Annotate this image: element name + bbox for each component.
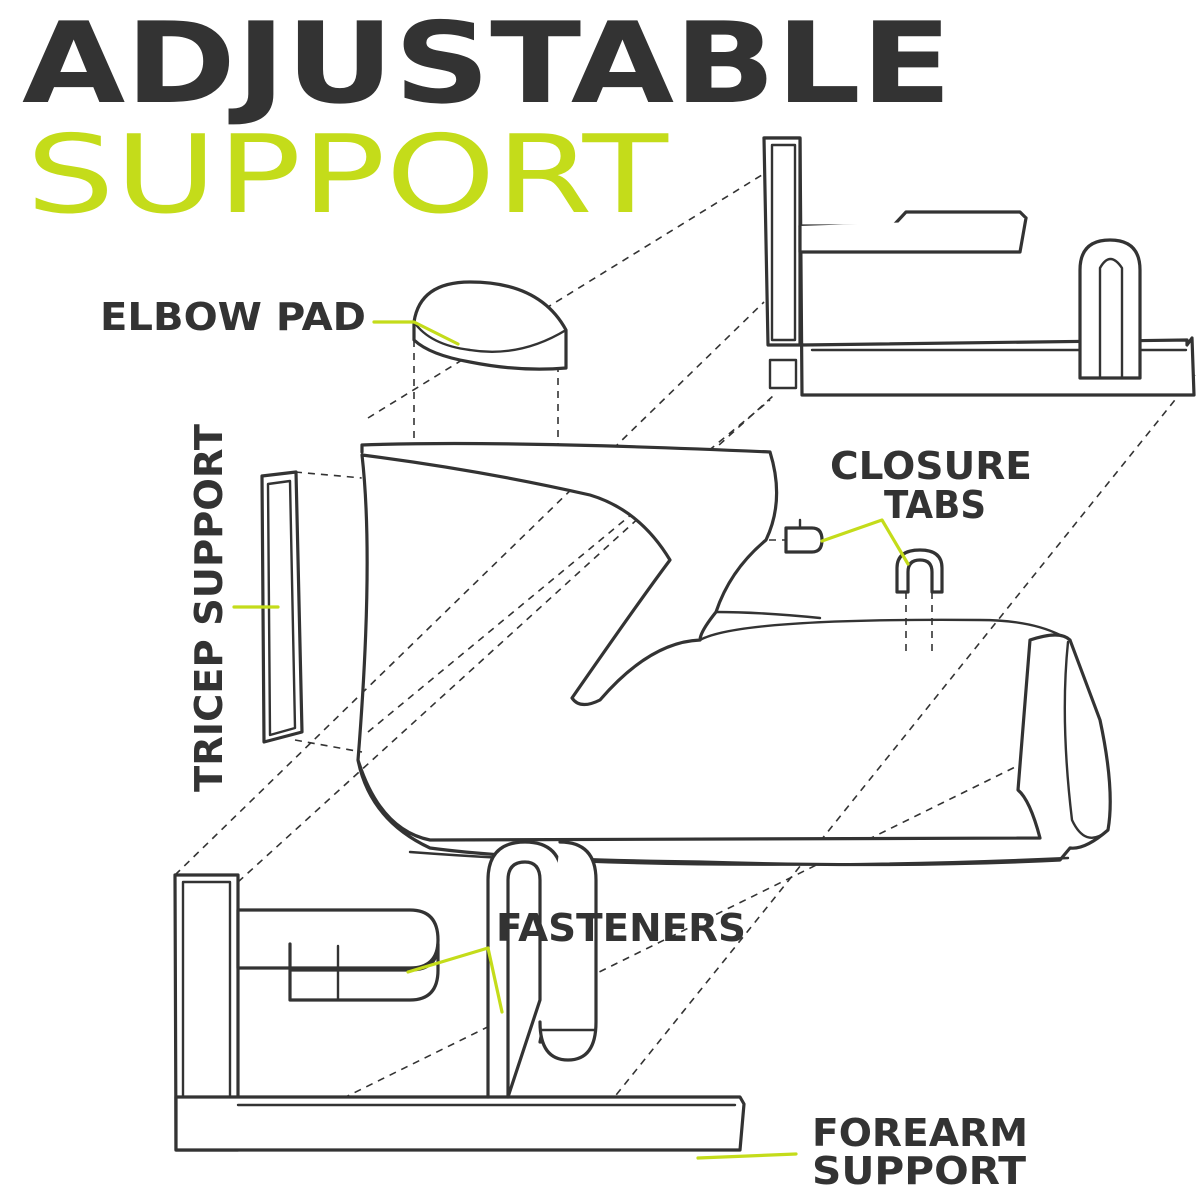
leader-lines bbox=[232, 320, 910, 1160]
closure-tab-part bbox=[895, 548, 944, 594]
fasteners-label: FASTENERS bbox=[496, 906, 746, 950]
forearm-support-label-line-1: FOREARM bbox=[812, 1111, 1028, 1155]
tricep-support-part bbox=[260, 470, 304, 744]
title-line-2: SUPPORT bbox=[26, 113, 669, 238]
closure-tabs-label-line-1: CLOSURE bbox=[830, 444, 1032, 488]
elbow-pad-part bbox=[412, 280, 568, 371]
closure-tabs-label-line-2: TABS bbox=[884, 483, 986, 527]
title-line-1: ADJUSTABLE bbox=[22, 0, 952, 129]
tricep-support-label: TRICEP SUPPORT bbox=[187, 424, 231, 792]
elbow-pad-label: ELBOW PAD bbox=[100, 295, 366, 339]
sling-body bbox=[356, 441, 1112, 867]
forearm-support-label-line-2: SUPPORT bbox=[812, 1149, 1026, 1193]
upper-strap-frame bbox=[762, 136, 1196, 397]
forearm-frame bbox=[173, 840, 746, 1152]
